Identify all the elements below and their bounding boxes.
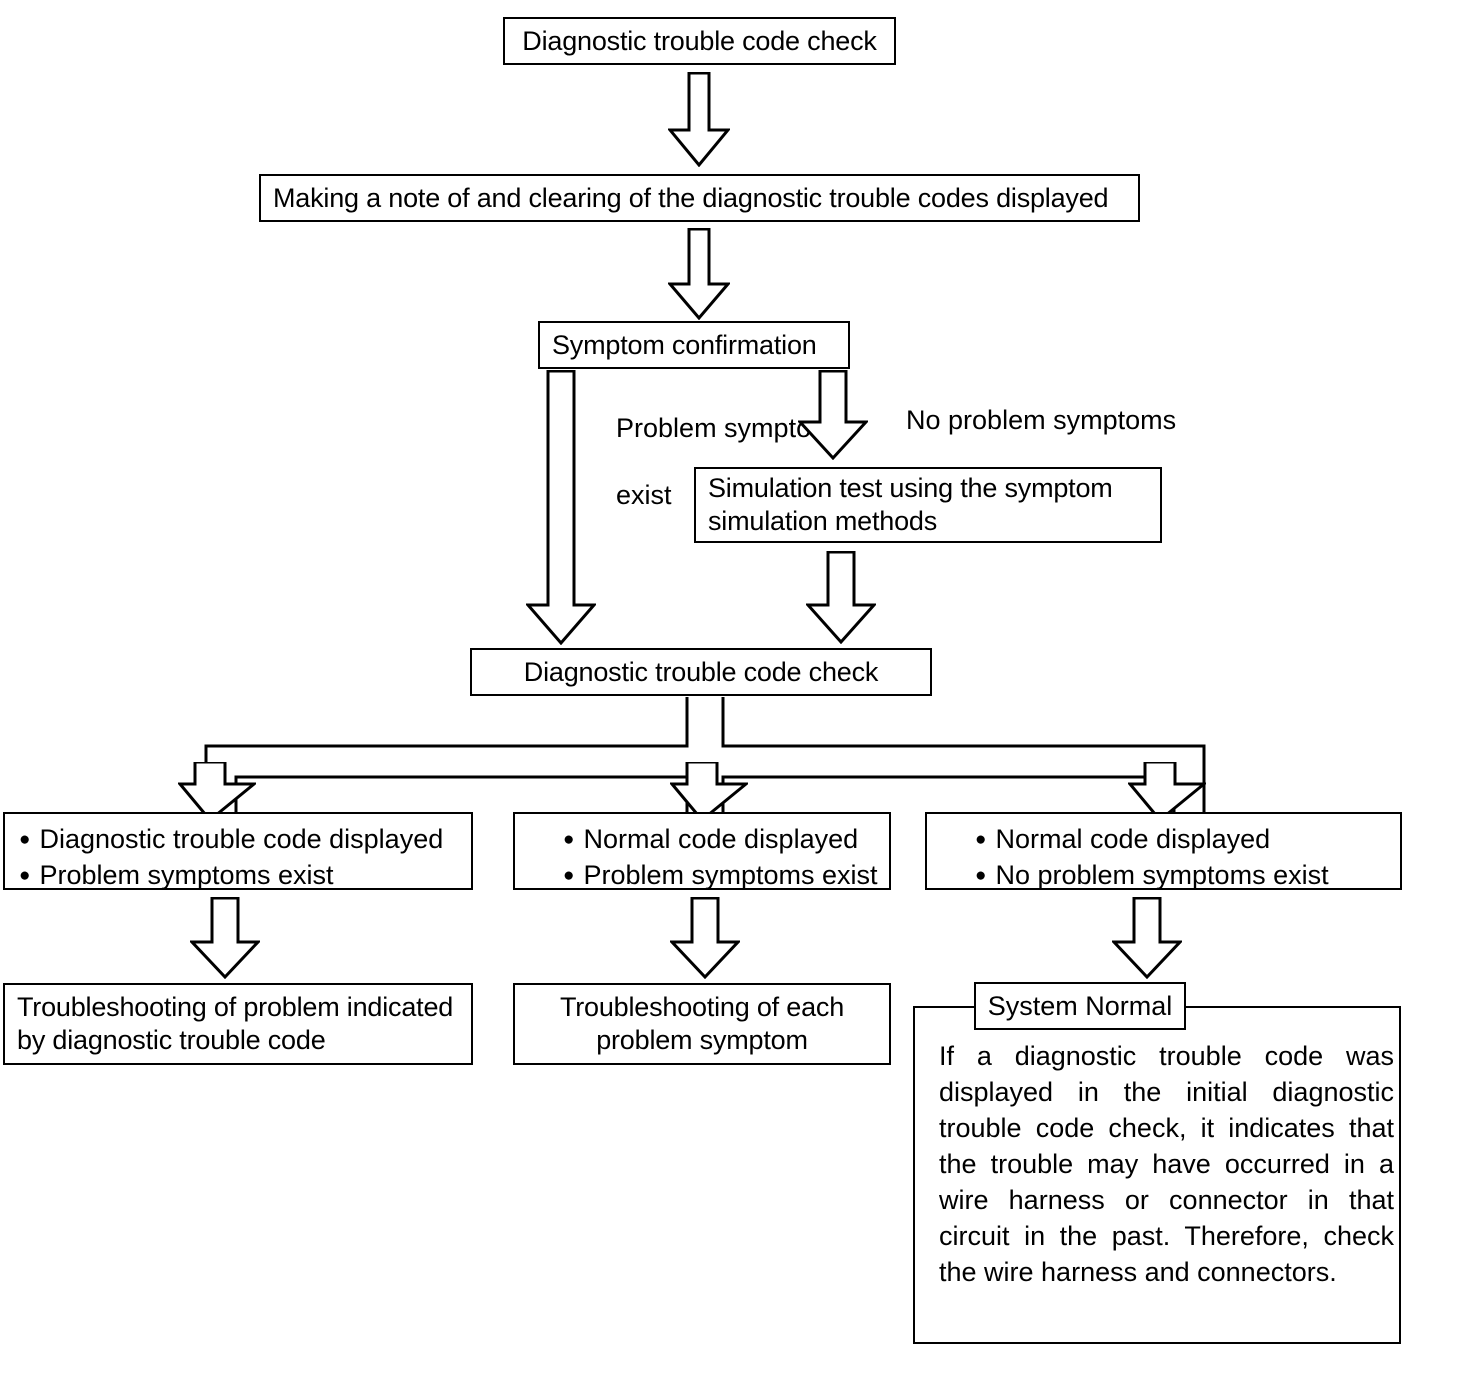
node-symptom-confirmation: Symptom confirmation — [538, 321, 850, 369]
outcome-right-line2: No problem symptoms exist — [975, 858, 1390, 894]
outcome-mid-line2: Problem symptoms exist — [563, 858, 879, 894]
down-block-arrow-2 — [668, 228, 730, 320]
outcome-right-line1: Normal code displayed — [975, 822, 1390, 858]
node-second-check-label: Diagnostic trouble code check — [523, 656, 879, 687]
down-block-arrow-right-branch — [1128, 762, 1206, 822]
edge-label-no-problem-line1: No problem symptoms — [906, 405, 1177, 436]
node-simulation-test-line1: Simulation test using the symptom — [708, 473, 1113, 504]
result-left-line2: by diagnostic trouble code — [17, 1025, 326, 1055]
down-block-arrow-result-left — [190, 897, 260, 979]
down-block-arrow-left-branch — [178, 762, 256, 822]
result-mid-line1: Troubleshooting of each — [559, 992, 845, 1023]
node-symptom-confirmation-label: Symptom confirmation — [552, 329, 817, 360]
node-note-clear: Making a note of and clearing of the dia… — [259, 174, 1140, 222]
result-left-line1: Troubleshooting of problem indicated — [17, 992, 454, 1023]
node-start-check: Diagnostic trouble code check — [503, 17, 896, 65]
result-box-left: Troubleshooting of problem indicated by … — [3, 983, 473, 1065]
down-block-arrow-result-middle — [670, 897, 740, 979]
down-block-arrow-problem-branch — [526, 370, 596, 645]
system-normal-note-body: If a diagnostic trouble code was display… — [939, 1038, 1394, 1290]
outcome-box-right: Normal code displayed No problem symptom… — [925, 812, 1402, 890]
node-second-check: Diagnostic trouble code check — [470, 648, 932, 696]
system-normal-note-frame — [913, 1006, 1401, 1344]
down-block-arrow-no-problem-branch — [798, 370, 868, 460]
outcome-box-middle: Normal code displayed Problem symptoms e… — [513, 812, 891, 890]
node-start-check-label: Diagnostic trouble code check — [522, 25, 877, 56]
result-mid-line2: problem symptom — [596, 1025, 808, 1055]
node-note-clear-label: Making a note of and clearing of the dia… — [273, 182, 1109, 213]
down-block-arrow-middle-branch — [670, 762, 748, 822]
down-block-arrow-simulation-to-check — [806, 551, 876, 644]
system-normal-note-title: System Normal — [974, 982, 1186, 1030]
outcome-left-line2: Problem symptoms exist — [19, 858, 461, 894]
outcome-left-line1: Diagnostic trouble code displayed — [19, 822, 461, 858]
system-normal-title-label: System Normal — [987, 990, 1173, 1021]
outcome-mid-line1: Normal code displayed — [563, 822, 879, 858]
edge-label-problem-exist-line2: exist — [616, 480, 672, 511]
result-box-middle: Troubleshooting of each problem symptom — [513, 983, 891, 1065]
system-normal-note-text: If a diagnostic trouble code was display… — [939, 1041, 1394, 1288]
down-block-arrow-result-right — [1112, 897, 1182, 979]
outcome-box-left: Diagnostic trouble code displayed Proble… — [3, 812, 473, 890]
node-simulation-test: Simulation test using the symptom simula… — [694, 467, 1162, 543]
node-simulation-test-line2: simulation methods — [708, 506, 938, 536]
down-block-arrow-1 — [668, 72, 730, 167]
